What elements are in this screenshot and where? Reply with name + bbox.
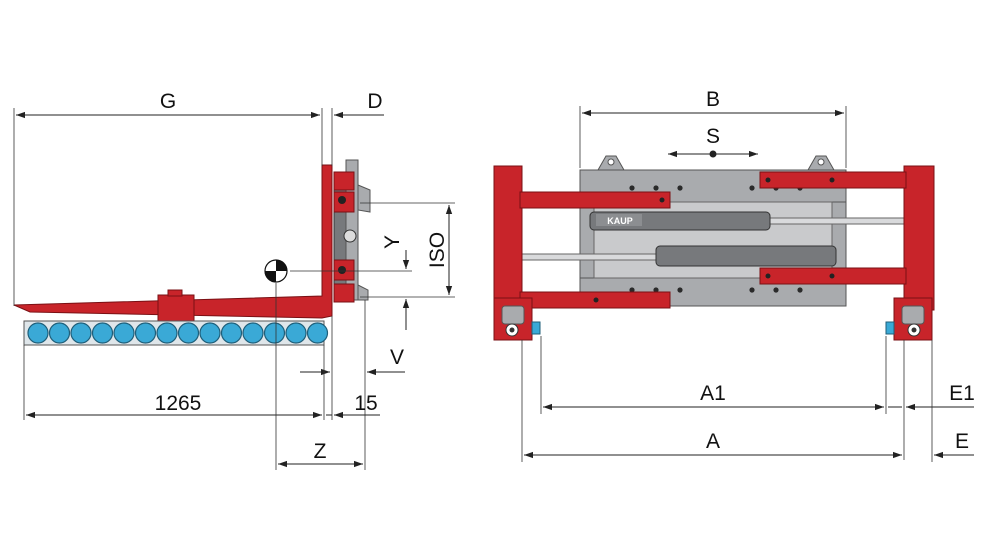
dim-label-a: A xyxy=(706,430,720,453)
roller xyxy=(220,322,243,344)
carriage-side xyxy=(333,159,371,303)
roller xyxy=(27,322,49,344)
arm-left xyxy=(493,165,671,341)
roller xyxy=(242,322,264,344)
dim-label-e: E xyxy=(955,430,969,453)
dim-label-y: Y xyxy=(381,235,404,249)
dim-label-s: S xyxy=(706,125,720,148)
brand-plate: KAUP xyxy=(607,216,633,226)
roller xyxy=(91,322,114,344)
plate-holes xyxy=(629,185,803,293)
plate-hole xyxy=(677,287,683,293)
plate-hole xyxy=(773,287,779,293)
plate-hole xyxy=(677,185,683,191)
dim-label-e1: E1 xyxy=(949,382,975,405)
side-view: G D ISO Y V 1265 15 Z xyxy=(13,90,455,470)
front-view: KAUP xyxy=(493,88,975,462)
dim-label-a1: A1 xyxy=(700,382,726,405)
fork-block xyxy=(157,294,195,322)
dim-label-15: 15 xyxy=(354,392,377,415)
roller xyxy=(48,322,71,344)
roller xyxy=(199,322,221,344)
dim-label-iso: ISO xyxy=(426,232,449,268)
plate-hole xyxy=(749,287,755,293)
roller xyxy=(70,322,92,344)
plate-hole xyxy=(797,287,803,293)
dim-label-1265: 1265 xyxy=(155,392,202,415)
dim-label-d: D xyxy=(367,90,382,113)
rollers xyxy=(27,322,329,344)
dim-label-b: B xyxy=(706,88,720,111)
plate-hole xyxy=(629,185,635,191)
roller xyxy=(156,322,178,344)
cylinder-upper: KAUP xyxy=(589,211,909,231)
center-of-gravity-icon xyxy=(264,259,288,283)
roller xyxy=(113,322,135,344)
plate-hole xyxy=(653,185,659,191)
roller xyxy=(285,322,307,344)
roller xyxy=(263,322,286,344)
plate-hole xyxy=(653,287,659,293)
cylinder-lower xyxy=(519,245,837,267)
fork-block-top xyxy=(167,289,183,297)
fork-blade xyxy=(13,164,333,319)
roller xyxy=(306,322,329,344)
roller xyxy=(134,322,157,344)
dim-label-v: V xyxy=(390,346,404,369)
plate-hole xyxy=(749,185,755,191)
plate-hole xyxy=(629,287,635,293)
dim-label-g: G xyxy=(160,90,176,113)
arm-right xyxy=(759,165,935,341)
roller xyxy=(177,322,200,344)
dim-label-z: Z xyxy=(314,440,327,463)
